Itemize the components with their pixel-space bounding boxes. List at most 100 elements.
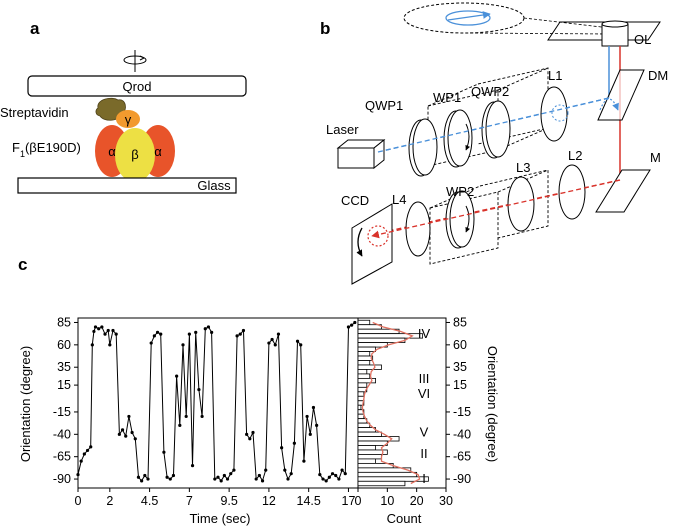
- trace-point: [283, 468, 287, 472]
- trace-point: [130, 430, 134, 435]
- f1-sub: 1: [20, 149, 25, 159]
- x-tick-label: 14.5: [297, 494, 321, 508]
- hist-y-tick-label: -15: [453, 405, 471, 419]
- qrod: Qrod: [27, 75, 247, 97]
- trace-point: [232, 468, 236, 472]
- trace-point: [238, 332, 242, 336]
- hist-bar: [357, 377, 377, 384]
- qwp2: QWP2: [471, 84, 511, 159]
- qwp1-label: QWP1: [365, 98, 403, 113]
- y-tick-label: -90: [53, 472, 71, 486]
- emission-beam-overlay: [371, 179, 621, 239]
- y-tick-label: 60: [57, 338, 71, 352]
- f1-mutation: (βE190D): [25, 140, 81, 155]
- hist-y-tick-label: 85: [453, 315, 467, 329]
- l4-label: L4: [392, 192, 406, 207]
- trace-point: [146, 477, 150, 481]
- hist-bar: [357, 458, 377, 464]
- trace-point: [82, 452, 86, 456]
- trace-point: [187, 332, 191, 336]
- trace-point: [203, 327, 207, 331]
- alpha-left-label: α: [108, 144, 116, 159]
- hist-bar: [357, 382, 368, 388]
- hist-y-tick-label: 60: [453, 338, 467, 352]
- trace-point: [100, 325, 104, 329]
- hist-y-tick-label: -90: [453, 472, 471, 486]
- trace-point: [267, 341, 271, 345]
- trace-axes: [77, 317, 359, 489]
- trace-point: [337, 477, 341, 481]
- hist-bar: [357, 360, 371, 366]
- hist-bar: [357, 364, 382, 370]
- trace-point: [197, 387, 201, 392]
- hist-bar: [357, 404, 362, 411]
- trace-point: [289, 472, 293, 476]
- hist-bar: [357, 391, 365, 397]
- trace-point: [321, 477, 325, 481]
- ccd: CCD: [341, 193, 393, 285]
- trace-point: [111, 328, 115, 333]
- trace-point: [257, 473, 261, 478]
- x-tick-label: 4.5: [141, 494, 158, 508]
- peak-label: IV: [418, 326, 431, 341]
- trace-point: [245, 432, 249, 436]
- trace-point: [305, 414, 309, 419]
- hist-bar: [357, 346, 377, 352]
- trace-point: [308, 432, 312, 436]
- trace-point: [264, 468, 268, 472]
- trace-point: [106, 328, 110, 333]
- trace-point: [89, 445, 93, 449]
- hist-bars: [357, 319, 429, 487]
- trace-point: [292, 441, 296, 445]
- trace-point: [330, 472, 335, 476]
- f1-label: F1(βE190D): [12, 140, 81, 159]
- trace-point: [270, 337, 274, 342]
- hist-bar: [357, 355, 374, 361]
- trace-point: [241, 328, 246, 333]
- hist-y-tick-label: 15: [453, 378, 467, 392]
- gamma-subunit: [116, 110, 140, 128]
- hist-bar: [357, 436, 400, 442]
- l1-label: L1: [548, 68, 562, 83]
- trace-point: [178, 423, 182, 427]
- hist-bar: [357, 369, 368, 375]
- hist-bar: [357, 431, 382, 437]
- trace-point: [327, 475, 331, 479]
- trace-point: [152, 334, 156, 338]
- lens-l3: L3: [507, 160, 535, 232]
- trace-point: [340, 468, 344, 472]
- trace-point: [85, 448, 90, 453]
- trace-point: [324, 479, 328, 483]
- peak-label: V: [420, 425, 429, 440]
- trace-point: [133, 437, 137, 441]
- ccd-label: CCD: [341, 193, 369, 208]
- trace-point: [194, 330, 198, 334]
- dm-label: DM: [648, 68, 668, 83]
- trace-point: [184, 414, 188, 419]
- hist-bar: [357, 480, 406, 487]
- laser-label: Laser: [326, 122, 359, 137]
- trace-point: [251, 430, 255, 435]
- trace-point: [213, 477, 217, 481]
- trace-point: [140, 479, 144, 483]
- hist-x-tick-label: 0: [355, 494, 362, 508]
- trace-point: [254, 477, 258, 481]
- polarization-zoom: [403, 2, 611, 35]
- y-tick-label: -15: [53, 405, 71, 419]
- trace-point: [155, 330, 160, 334]
- trace-point: [124, 434, 128, 438]
- beta-subunit: [115, 128, 155, 182]
- trace-point: [165, 475, 169, 479]
- hist-ylabel: Orientation (degree): [485, 346, 500, 462]
- x-tick-label: 12: [262, 494, 276, 508]
- panel-label-c: c: [18, 255, 27, 274]
- qwp1: QWP1: [365, 98, 438, 177]
- hist-x-tick-label: 20: [410, 494, 424, 508]
- alpha-right-label: α: [154, 144, 162, 159]
- objective-lens: OL: [601, 20, 651, 47]
- trace-point: [175, 374, 179, 378]
- hist-y-tick-label: -40: [453, 427, 471, 441]
